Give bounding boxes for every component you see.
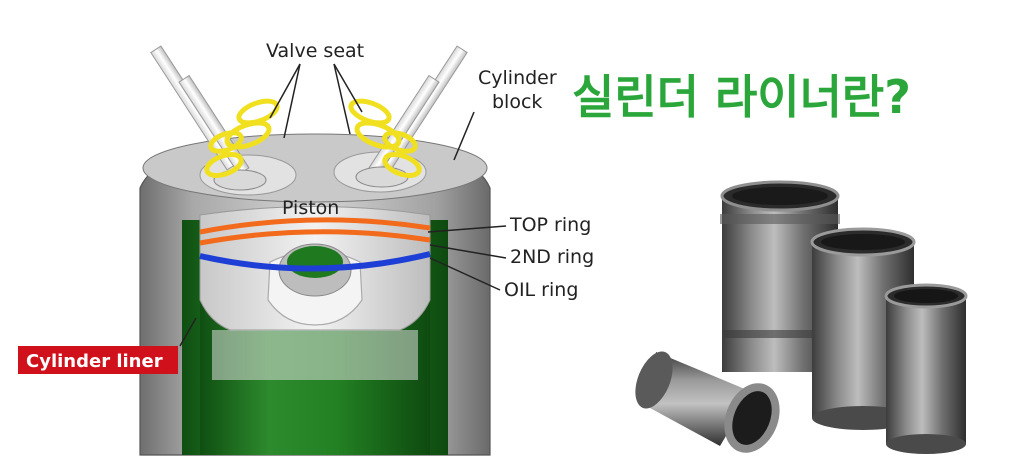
second-ring-label: 2ND ring: [510, 246, 594, 268]
valve-head-right: [355, 166, 409, 188]
liner-small: [884, 283, 968, 454]
oil-ring-label: OIL ring: [504, 279, 578, 301]
leader-lines: [179, 63, 507, 347]
liner-lying: [635, 351, 780, 453]
cylinder-liner-badge: [18, 346, 178, 374]
cylinder-block-label-line1: Cylinder: [478, 67, 557, 89]
valve-seat-rings-left: [204, 98, 280, 178]
page-title: 실린더 라이너란?: [572, 70, 911, 124]
cylinder-liner-label: Cylinder liner: [26, 351, 163, 372]
top-ring-label: TOP ring: [509, 214, 591, 236]
cylinder-block-label-line2: block: [492, 91, 542, 113]
cylinder-block-top: [142, 133, 488, 203]
valve-seat-rings-right: [348, 98, 422, 178]
second-ring: [199, 229, 431, 246]
piston-label: Piston: [282, 197, 339, 219]
valve-seat-label: Valve seat: [266, 40, 364, 62]
piston-skirt: [212, 330, 418, 380]
cylinder-liners-photo: [635, 180, 968, 454]
piston-pin-hole: [287, 246, 343, 278]
engine-cutaway: Valve seat Cylinder block Piston TOP rin…: [18, 40, 594, 456]
oil-ring: [199, 251, 431, 272]
top-ring: [199, 217, 431, 235]
